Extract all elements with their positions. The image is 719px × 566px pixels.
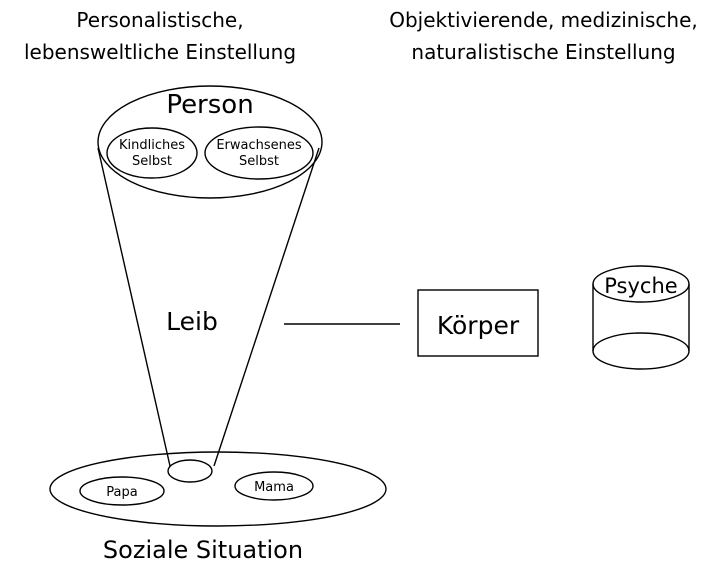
situation-label: Soziale Situation	[103, 536, 303, 564]
koerper-box	[417, 289, 539, 357]
psyche-label: Psyche	[604, 274, 677, 298]
person-label: Person	[166, 90, 253, 120]
cone-left-edge	[97, 147, 171, 467]
mama-ellipse	[234, 471, 314, 501]
adult-self-label-line1: Erwachsenes	[216, 138, 302, 153]
child-self-ellipse	[106, 127, 198, 179]
header-left-line1: Personalistische,	[76, 8, 244, 32]
leib-label: Leib	[166, 307, 218, 336]
cylinder-bottom	[592, 332, 690, 370]
child-self-label-line1: Kindliches	[119, 138, 185, 153]
adult-self-ellipse	[204, 126, 314, 180]
situation-ellipse	[49, 451, 387, 527]
header-left-line2: lebensweltliche Einstellung	[23, 40, 297, 64]
papa-ellipse	[79, 476, 165, 506]
header-right: Objektivierende, medizinische, naturalis…	[368, 4, 719, 68]
koerper-label: Körper	[437, 311, 520, 340]
header-left: Personalistische, lebensweltliche Einste…	[0, 4, 320, 68]
adult-self-label-line2: Selbst	[239, 154, 279, 169]
person-ellipse	[97, 85, 323, 199]
self-in-situation-ellipse	[167, 459, 213, 483]
header-right-line1: Objektivierende, medizinische,	[389, 8, 698, 32]
papa-label: Papa	[106, 485, 137, 500]
header-right-line2: naturalistische Einstellung	[411, 40, 676, 64]
cone-right-edge	[213, 147, 320, 467]
mama-label: Mama	[254, 480, 294, 495]
child-self-label-line2: Selbst	[132, 154, 172, 169]
